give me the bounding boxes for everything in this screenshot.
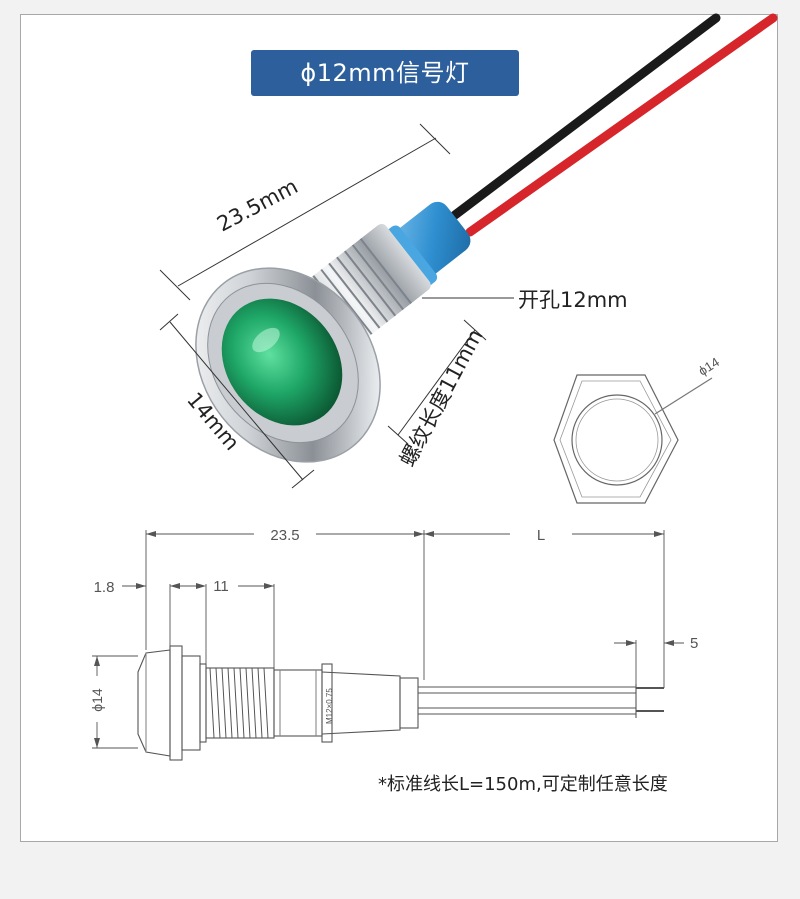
title-banner: ϕ12mm信号灯 — [251, 50, 519, 96]
dimension-arrows — [94, 531, 674, 748]
strip-length-label: 5 — [690, 635, 698, 652]
photo-dimensions — [159, 123, 514, 489]
side-dimensions — [92, 530, 684, 749]
red-wire — [465, 13, 778, 237]
total-length-label: 23.5 — [270, 527, 299, 544]
photo-hole-label: 开孔12mm — [518, 288, 628, 312]
wire-length-note: *标准线长L=150m,可定制任意长度 — [378, 774, 668, 795]
side-view-drawing — [137, 645, 664, 761]
thread-spec-label: M12×0.75 — [325, 688, 334, 724]
photo-width-label: 23.5mm — [213, 174, 302, 236]
thread-pitch-lines — [209, 667, 269, 739]
black-wire — [450, 13, 721, 220]
photo-thread-label: 螺纹长度11mm — [395, 325, 487, 470]
thread-length-label: 11 — [213, 578, 229, 595]
indicator-light-photo — [195, 13, 778, 463]
front-view-hex — [553, 374, 713, 504]
green-lens — [221, 298, 343, 426]
front-diameter-label: ϕ14 — [696, 354, 722, 378]
blue-sleeve — [384, 201, 471, 287]
wire-length-label: L — [537, 527, 545, 544]
side-diameter-label: ϕ14 — [89, 688, 105, 712]
flange-label: 1.8 — [94, 579, 115, 596]
